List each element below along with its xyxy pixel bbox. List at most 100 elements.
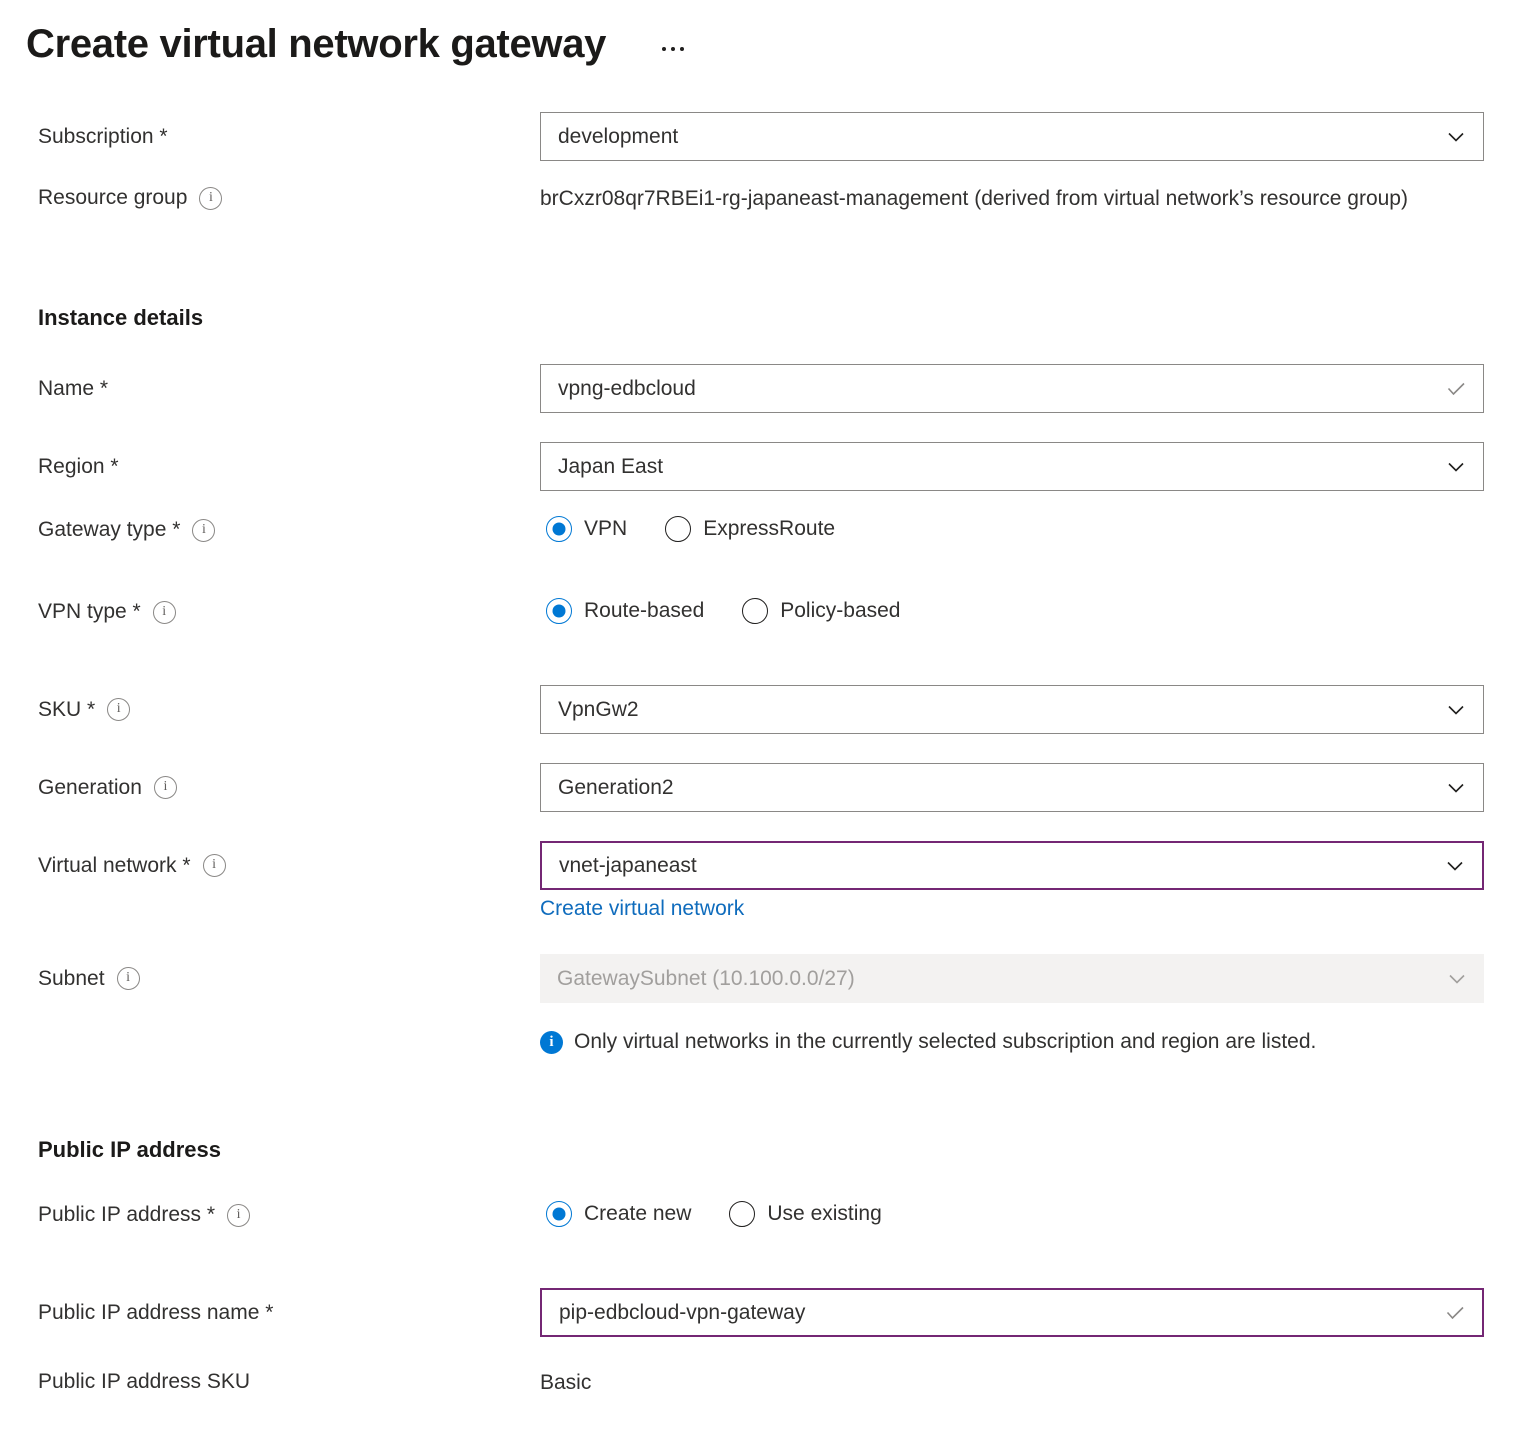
- row-vpn-type: VPN type * i Route-based Policy-based: [0, 597, 1532, 685]
- generation-value: Generation2: [558, 775, 674, 799]
- row-sku: SKU * i VpnGw2: [0, 685, 1532, 763]
- info-icon[interactable]: i: [192, 518, 216, 542]
- field-sku: VpnGw2: [540, 685, 1532, 734]
- label-name: Name *: [0, 364, 540, 413]
- page-header: Create virtual network gateway: [26, 18, 688, 70]
- ellipsis-icon[interactable]: [658, 41, 688, 57]
- label-public-ip-address: Public IP address * i: [0, 1200, 540, 1230]
- info-icon[interactable]: i: [152, 600, 176, 624]
- field-resource-group: brCxzr08qr7RBEi1-rg-japaneast-management…: [540, 182, 1532, 215]
- chevron-down-icon: [1443, 775, 1469, 801]
- name-value: vpng-edbcloud: [558, 376, 696, 400]
- create-vng-form: Subscription * development Resource grou…: [0, 112, 1532, 1416]
- gateway-type-radio-group: VPN ExpressRoute: [540, 515, 1532, 543]
- label-region: Region *: [0, 442, 540, 491]
- label-spacer: [0, 1026, 540, 1036]
- radio-dot: [546, 1201, 572, 1227]
- info-icon[interactable]: i: [227, 1203, 251, 1227]
- row-virtual-network: Virtual network * i vnet-japaneast Creat…: [0, 841, 1532, 954]
- resource-group-label: Resource group: [38, 186, 188, 209]
- field-region: Japan East: [540, 442, 1532, 491]
- gateway-type-label: Gateway type *: [38, 518, 181, 541]
- field-virtual-network: vnet-japaneast Create virtual network: [540, 841, 1532, 924]
- sku-value: VpnGw2: [558, 697, 639, 721]
- field-public-ip-name: pip-edbcloud-vpn-gateway: [540, 1288, 1532, 1337]
- row-generation: Generation i Generation2: [0, 763, 1532, 841]
- virtual-network-select[interactable]: vnet-japaneast: [540, 841, 1484, 890]
- subnet-select: GatewaySubnet (10.100.0.0/27): [540, 954, 1484, 1003]
- gateway-type-option-expressroute[interactable]: ExpressRoute: [665, 515, 835, 543]
- virtual-network-value: vnet-japaneast: [559, 853, 697, 877]
- vpn-type-radio-group: Route-based Policy-based: [540, 597, 1532, 625]
- row-gateway-type: Gateway type * i VPN ExpressRoute: [0, 515, 1532, 597]
- section-heading-instance-details: Instance details: [38, 305, 204, 330]
- radio-dot: [729, 1201, 756, 1227]
- vpn-type-option-label: Route-based: [584, 599, 705, 622]
- public-ip-address-radio-group: Create new Use existing: [540, 1200, 1532, 1228]
- public-ip-option-label: Create new: [584, 1202, 692, 1225]
- generation-label: Generation: [38, 775, 142, 799]
- field-public-ip-address: Create new Use existing: [540, 1200, 1532, 1228]
- label-vpn-type: VPN type * i: [0, 597, 540, 627]
- page-title: Create virtual network gateway: [26, 22, 607, 66]
- field-name: vpng-edbcloud: [540, 364, 1532, 413]
- virtual-network-label: Virtual network *: [38, 853, 191, 877]
- radio-dot: [742, 598, 769, 624]
- row-public-ip-sku: Public IP address SKU Basic: [0, 1366, 1532, 1416]
- region-label: Region *: [38, 454, 119, 478]
- name-input[interactable]: vpng-edbcloud: [540, 364, 1484, 413]
- public-ip-option-use-existing[interactable]: Use existing: [729, 1200, 882, 1228]
- public-ip-name-input[interactable]: pip-edbcloud-vpn-gateway: [540, 1288, 1484, 1337]
- gateway-type-option-label: ExpressRoute: [703, 517, 836, 540]
- chevron-down-icon: [1443, 124, 1469, 150]
- vnet-notice: i Only virtual networks in the currently…: [540, 1026, 1460, 1058]
- label-sku: SKU * i: [0, 685, 540, 734]
- info-icon[interactable]: i: [202, 854, 226, 877]
- info-icon[interactable]: i: [116, 967, 140, 990]
- public-ip-option-create-new[interactable]: Create new: [546, 1200, 691, 1228]
- label-generation: Generation i: [0, 763, 540, 812]
- radio-dot: [546, 598, 572, 624]
- public-ip-sku-label: Public IP address SKU: [38, 1370, 251, 1393]
- label-public-ip-sku: Public IP address SKU: [0, 1366, 540, 1398]
- generation-select[interactable]: Generation2: [540, 763, 1484, 812]
- checkmark-icon: [1442, 1300, 1468, 1326]
- field-vnet-notice: i Only virtual networks in the currently…: [540, 1026, 1532, 1058]
- info-icon[interactable]: i: [199, 186, 223, 210]
- ellipsis-dot-3: [680, 47, 685, 51]
- chevron-down-icon: [1442, 853, 1468, 879]
- subscription-select[interactable]: development: [540, 112, 1484, 161]
- label-subnet: Subnet i: [0, 954, 540, 1003]
- region-select[interactable]: Japan East: [540, 442, 1484, 491]
- row-resource-group: Resource group i brCxzr08qr7RBEi1-rg-jap…: [0, 182, 1532, 290]
- row-subnet: Subnet i GatewaySubnet (10.100.0.0/27): [0, 954, 1532, 1026]
- vpn-type-option-label: Policy-based: [780, 599, 901, 622]
- label-gateway-type: Gateway type * i: [0, 515, 540, 545]
- ellipsis-dot-2: [671, 47, 676, 51]
- gateway-type-option-vpn[interactable]: VPN: [546, 515, 627, 543]
- field-gateway-type: VPN ExpressRoute: [540, 515, 1532, 543]
- row-name: Name * vpng-edbcloud: [0, 364, 1532, 442]
- public-ip-address-label: Public IP address *: [38, 1203, 216, 1226]
- name-label: Name *: [38, 376, 109, 400]
- public-ip-sku-value: Basic: [540, 1371, 592, 1394]
- label-resource-group: Resource group i: [0, 182, 540, 214]
- info-icon[interactable]: i: [153, 776, 177, 799]
- vpn-type-option-policy-based[interactable]: Policy-based: [742, 597, 900, 625]
- chevron-down-icon: [1443, 454, 1469, 480]
- info-icon[interactable]: i: [107, 698, 131, 721]
- create-virtual-network-link[interactable]: Create virtual network: [540, 897, 745, 920]
- row-subscription: Subscription * development: [0, 112, 1532, 182]
- subnet-value: GatewaySubnet (10.100.0.0/27): [557, 966, 855, 990]
- checkmark-icon: [1443, 376, 1469, 402]
- sku-select[interactable]: VpnGw2: [540, 685, 1484, 734]
- info-filled-icon: i: [540, 1031, 563, 1054]
- chevron-down-icon: [1443, 697, 1469, 723]
- vpn-type-option-route-based[interactable]: Route-based: [546, 597, 704, 625]
- row-vnet-notice: i Only virtual networks in the currently…: [0, 1026, 1532, 1130]
- radio-dot: [546, 516, 572, 542]
- section-heading-public-ip: Public IP address: [38, 1137, 222, 1162]
- row-public-ip-address: Public IP address * i Create new Use exi…: [0, 1200, 1532, 1288]
- subnet-label: Subnet: [38, 966, 105, 990]
- resource-group-value: brCxzr08qr7RBEi1-rg-japaneast-management…: [540, 187, 1408, 210]
